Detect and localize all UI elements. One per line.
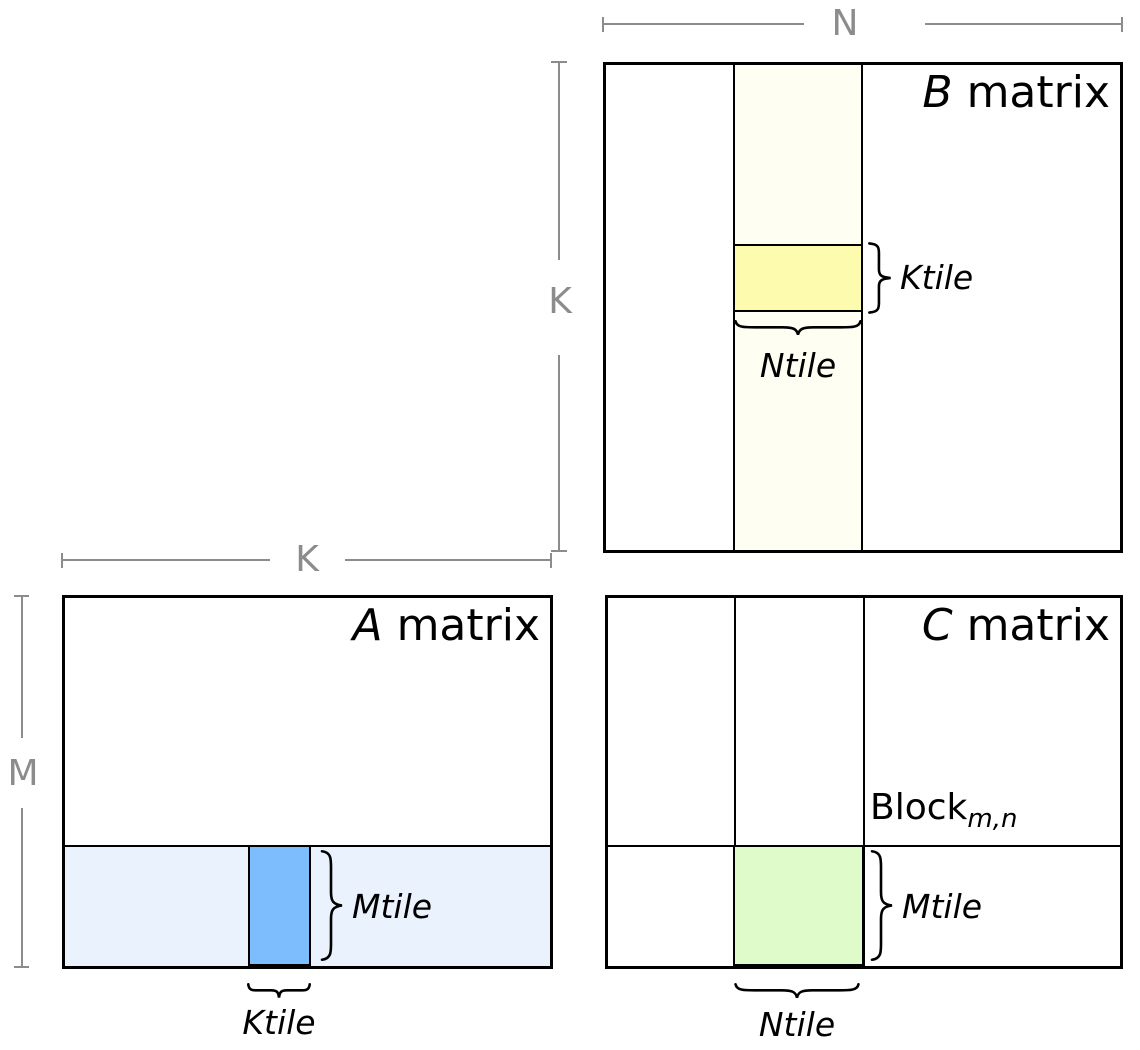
b-matrix-word: matrix [952, 67, 1110, 118]
k-vertical-label: K [548, 281, 572, 322]
c-block-subscript: m,n [967, 804, 1018, 835]
m-ruler-line-bottom [21, 808, 23, 968]
a-ktile-underbrace-icon [247, 981, 311, 1001]
n-ruler-line-left [602, 23, 804, 25]
a-matrix-word: matrix [382, 600, 540, 651]
b-ntile-underbrace-icon [733, 318, 863, 338]
k-vruler-tick-bottom [551, 550, 567, 552]
c-matrix-letter: C [921, 600, 953, 651]
a-matrix-title: A matrix [352, 600, 540, 651]
k-horizontal-label: K [295, 539, 319, 580]
c-mtile-brace-icon [867, 849, 897, 962]
b-ntile-label: Ntile [759, 346, 837, 385]
b-ktile-brace-icon [864, 242, 896, 314]
b-ktile-ntile-tile [733, 244, 863, 312]
c-row-line [608, 845, 1120, 847]
k-hruler-line-left [62, 559, 270, 561]
b-ktile-label: Ktile [900, 258, 974, 297]
a-matrix: A matrix Mtile [62, 595, 553, 969]
n-ruler-tick-right [1121, 17, 1123, 32]
m-ruler-tick-bottom [14, 966, 29, 968]
a-mtile-ktile-tile [248, 845, 311, 966]
c-matrix: C matrix Blockm,n Mtile [605, 595, 1123, 969]
k-hruler-line-right [345, 559, 552, 561]
b-matrix: B matrix Ktile Ntile [603, 62, 1123, 553]
a-matrix-letter: A [352, 600, 383, 651]
c-matrix-title: C matrix [921, 600, 1110, 651]
c-block-tile [733, 845, 864, 966]
a-mtile-brace-icon [317, 849, 347, 962]
k-vruler-line-top [558, 62, 560, 260]
k-vruler-line-bottom [558, 355, 560, 552]
n-ruler-line-right [925, 23, 1123, 25]
n-dimension-label: N [831, 3, 859, 44]
c-matrix-word: matrix [952, 600, 1110, 651]
b-matrix-letter: B [922, 67, 953, 118]
k-hruler-tick-right [550, 553, 552, 568]
a-mtile-label: Mtile [352, 887, 433, 926]
b-matrix-title: B matrix [922, 67, 1110, 118]
c-ntile-label: Ntile [758, 1005, 836, 1044]
c-mtile-label: Mtile [902, 887, 983, 926]
c-ntile-underbrace-icon [733, 981, 861, 1001]
m-dimension-label: M [7, 753, 39, 794]
m-ruler-line-top [21, 596, 23, 738]
c-block-label: Blockm,n [870, 787, 1017, 833]
a-ktile-label: Ktile [242, 1003, 316, 1042]
c-block-word: Block [870, 787, 968, 828]
c-column-line-left [734, 598, 736, 966]
c-column-line-right [863, 598, 865, 966]
